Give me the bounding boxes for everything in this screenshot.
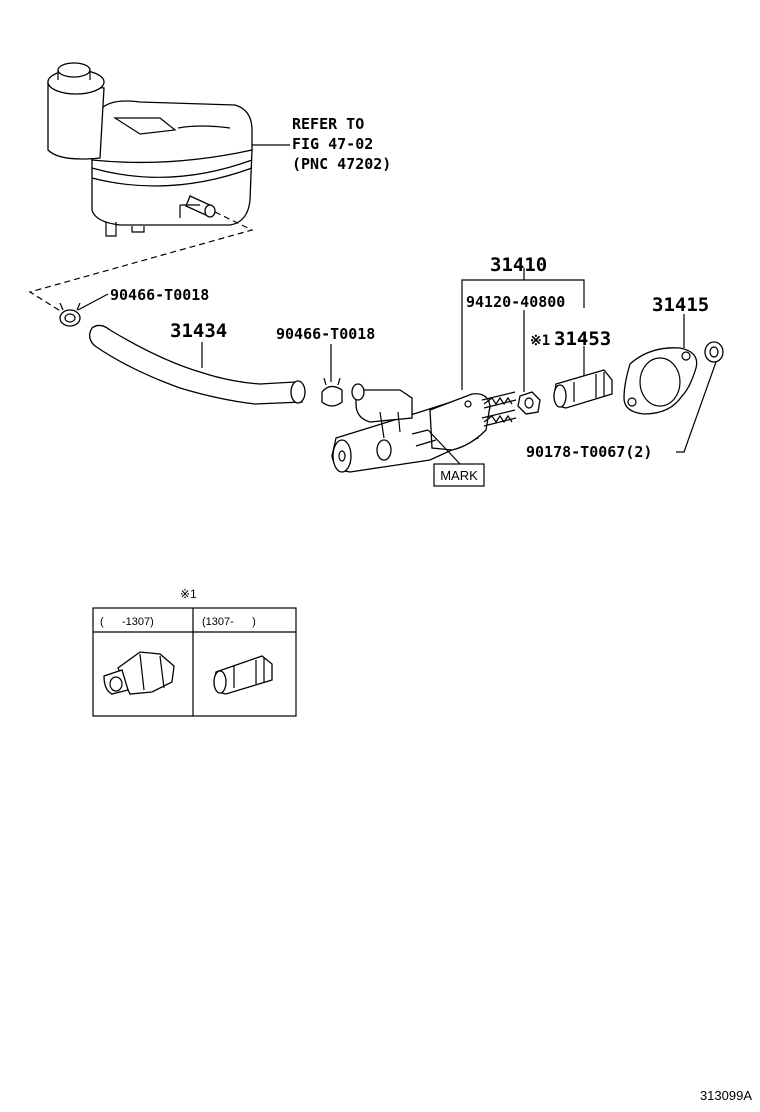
label-clip-left: 90466-T0018 — [110, 286, 209, 304]
push-rod-clevis — [553, 369, 613, 409]
mark-label: MARK — [440, 468, 478, 483]
clevis-variant-old — [103, 651, 175, 695]
variant-col1-header: ( -1307) — [100, 616, 154, 628]
reference-line2: FIG 47-02 — [292, 135, 373, 153]
clevis-variant-new — [213, 655, 273, 695]
reservoir-hose — [88, 324, 306, 405]
diagram-id: 313099A — [700, 1088, 752, 1103]
reference-line3: (PNC 47202) — [292, 155, 391, 173]
reference-line1: REFER TO — [292, 115, 364, 133]
label-hose: 31434 — [170, 320, 227, 342]
label-grommet: 90178-T0067(2) — [526, 443, 652, 461]
hose-clip-right — [321, 377, 343, 407]
label-push-rod-clevis: 31453 — [554, 328, 611, 350]
gasket — [623, 347, 698, 415]
label-gasket: 31415 — [652, 294, 709, 316]
variant-col2-header: (1307- ) — [202, 616, 256, 628]
grommet — [704, 341, 724, 363]
nut — [517, 391, 541, 415]
reservoir-tank — [47, 62, 253, 237]
label-push-rod-marker: ※1 — [530, 333, 550, 349]
variant-table-marker: ※1 — [180, 587, 197, 601]
master-cylinder — [331, 383, 517, 473]
label-master-cylinder-assy: 31410 — [490, 254, 547, 276]
label-clip-right: 90466-T0018 — [276, 325, 375, 343]
mark-box — [433, 463, 485, 487]
hose-clip-left — [59, 302, 81, 327]
label-nut: 94120-40800 — [466, 293, 565, 311]
